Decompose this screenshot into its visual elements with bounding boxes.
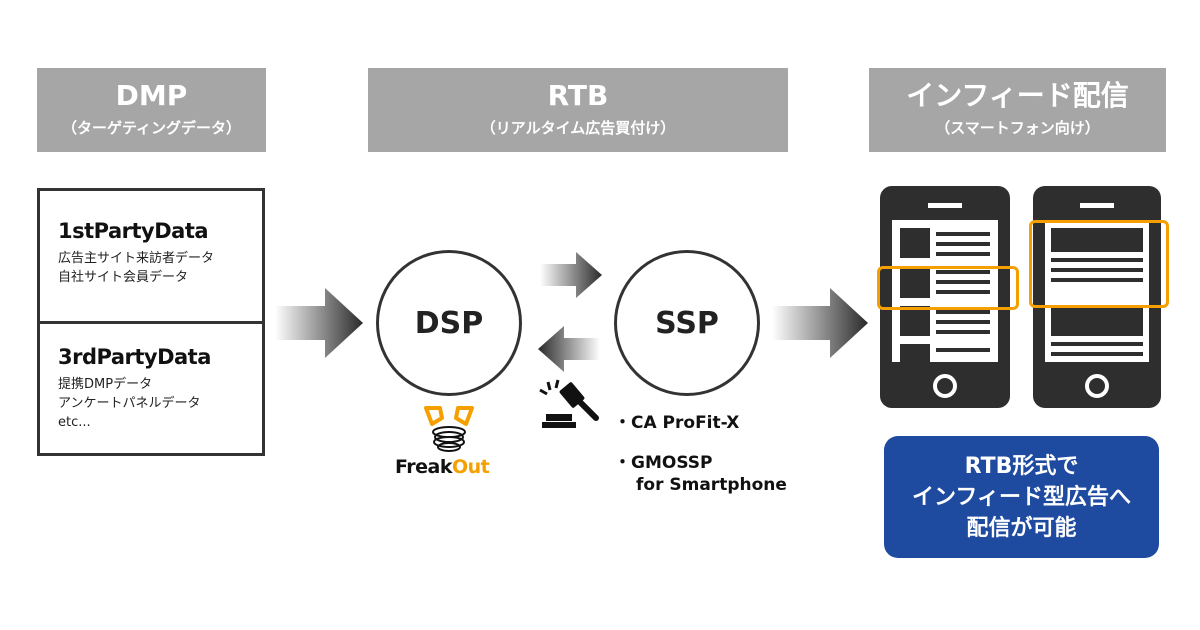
first-party-block: 1stPartyData 広告主サイト来訪者データ 自社サイト会員データ	[58, 219, 214, 287]
freakout-logo-text-freak: Freak	[395, 456, 452, 478]
first-party-title: 1stPartyData	[58, 219, 209, 243]
infeed-highlight-card	[1029, 220, 1169, 308]
smartphone-list-layout-icon	[880, 186, 1010, 408]
arrow-ssp-to-dsp-icon	[538, 326, 600, 372]
third-party-block: 3rdPartyData 提携DMPデータ アンケートパネルデータ etc...	[58, 345, 211, 432]
first-party-line: 広告主サイト来訪者データ	[58, 251, 215, 266]
callout-line: インフィード型広告へ	[912, 484, 1131, 510]
ssp-label: SSP	[655, 305, 719, 341]
dmp-box-divider	[40, 321, 262, 324]
dsp-circle: DSP	[376, 250, 522, 396]
dmp-data-box: 1stPartyData 広告主サイト来訪者データ 自社サイト会員データ 3rd…	[37, 188, 265, 456]
header-infeed: インフィード配信 （スマートフォン向け）	[869, 68, 1166, 152]
arrow-ssp-to-infeed-icon	[772, 288, 868, 358]
ssp-circle: SSP	[614, 250, 760, 396]
arrow-dsp-to-ssp-icon	[540, 252, 602, 298]
ssp-item-gmossp: ・GMOSSP	[614, 453, 713, 473]
arrow-dmp-to-dsp-icon	[275, 288, 363, 358]
header-dmp: DMP （ターゲティングデータ）	[37, 68, 266, 152]
third-party-line: アンケートパネルデータ	[58, 396, 201, 411]
ssp-item-gmossp-sub: for Smartphone	[636, 475, 787, 495]
header-dmp-subtitle: （ターゲティングデータ）	[61, 119, 242, 137]
header-infeed-title: インフィード配信	[906, 79, 1129, 112]
gavel-icon	[539, 379, 599, 428]
rtb-infeed-callout: RTB形式で インフィード型広告へ 配信が可能	[884, 436, 1159, 558]
freakout-logo-icon	[424, 406, 474, 452]
third-party-line: etc...	[58, 415, 91, 430]
dsp-label: DSP	[414, 305, 484, 341]
header-rtb-subtitle: （リアルタイム広告買付け）	[480, 119, 676, 137]
infeed-highlight-list	[877, 266, 1019, 310]
header-infeed-subtitle: （スマートフォン向け）	[935, 119, 1100, 137]
smartphone-card-layout-icon	[1033, 186, 1161, 408]
header-rtb-title: RTB	[547, 79, 609, 112]
ssp-item-ca-profit-x: ・CA ProFit-X	[614, 413, 740, 433]
header-rtb: RTB （リアルタイム広告買付け）	[368, 68, 788, 152]
callout-line: RTB形式で	[964, 453, 1079, 479]
freakout-logo-text-out: Out	[451, 456, 490, 478]
header-dmp-title: DMP	[115, 79, 188, 112]
freakout-logo-text: FreakOut	[395, 456, 490, 478]
callout-line: 配信が可能	[966, 515, 1077, 541]
third-party-line: 提携DMPデータ	[58, 377, 153, 392]
third-party-title: 3rdPartyData	[58, 345, 211, 369]
first-party-line: 自社サイト会員データ	[58, 270, 189, 285]
